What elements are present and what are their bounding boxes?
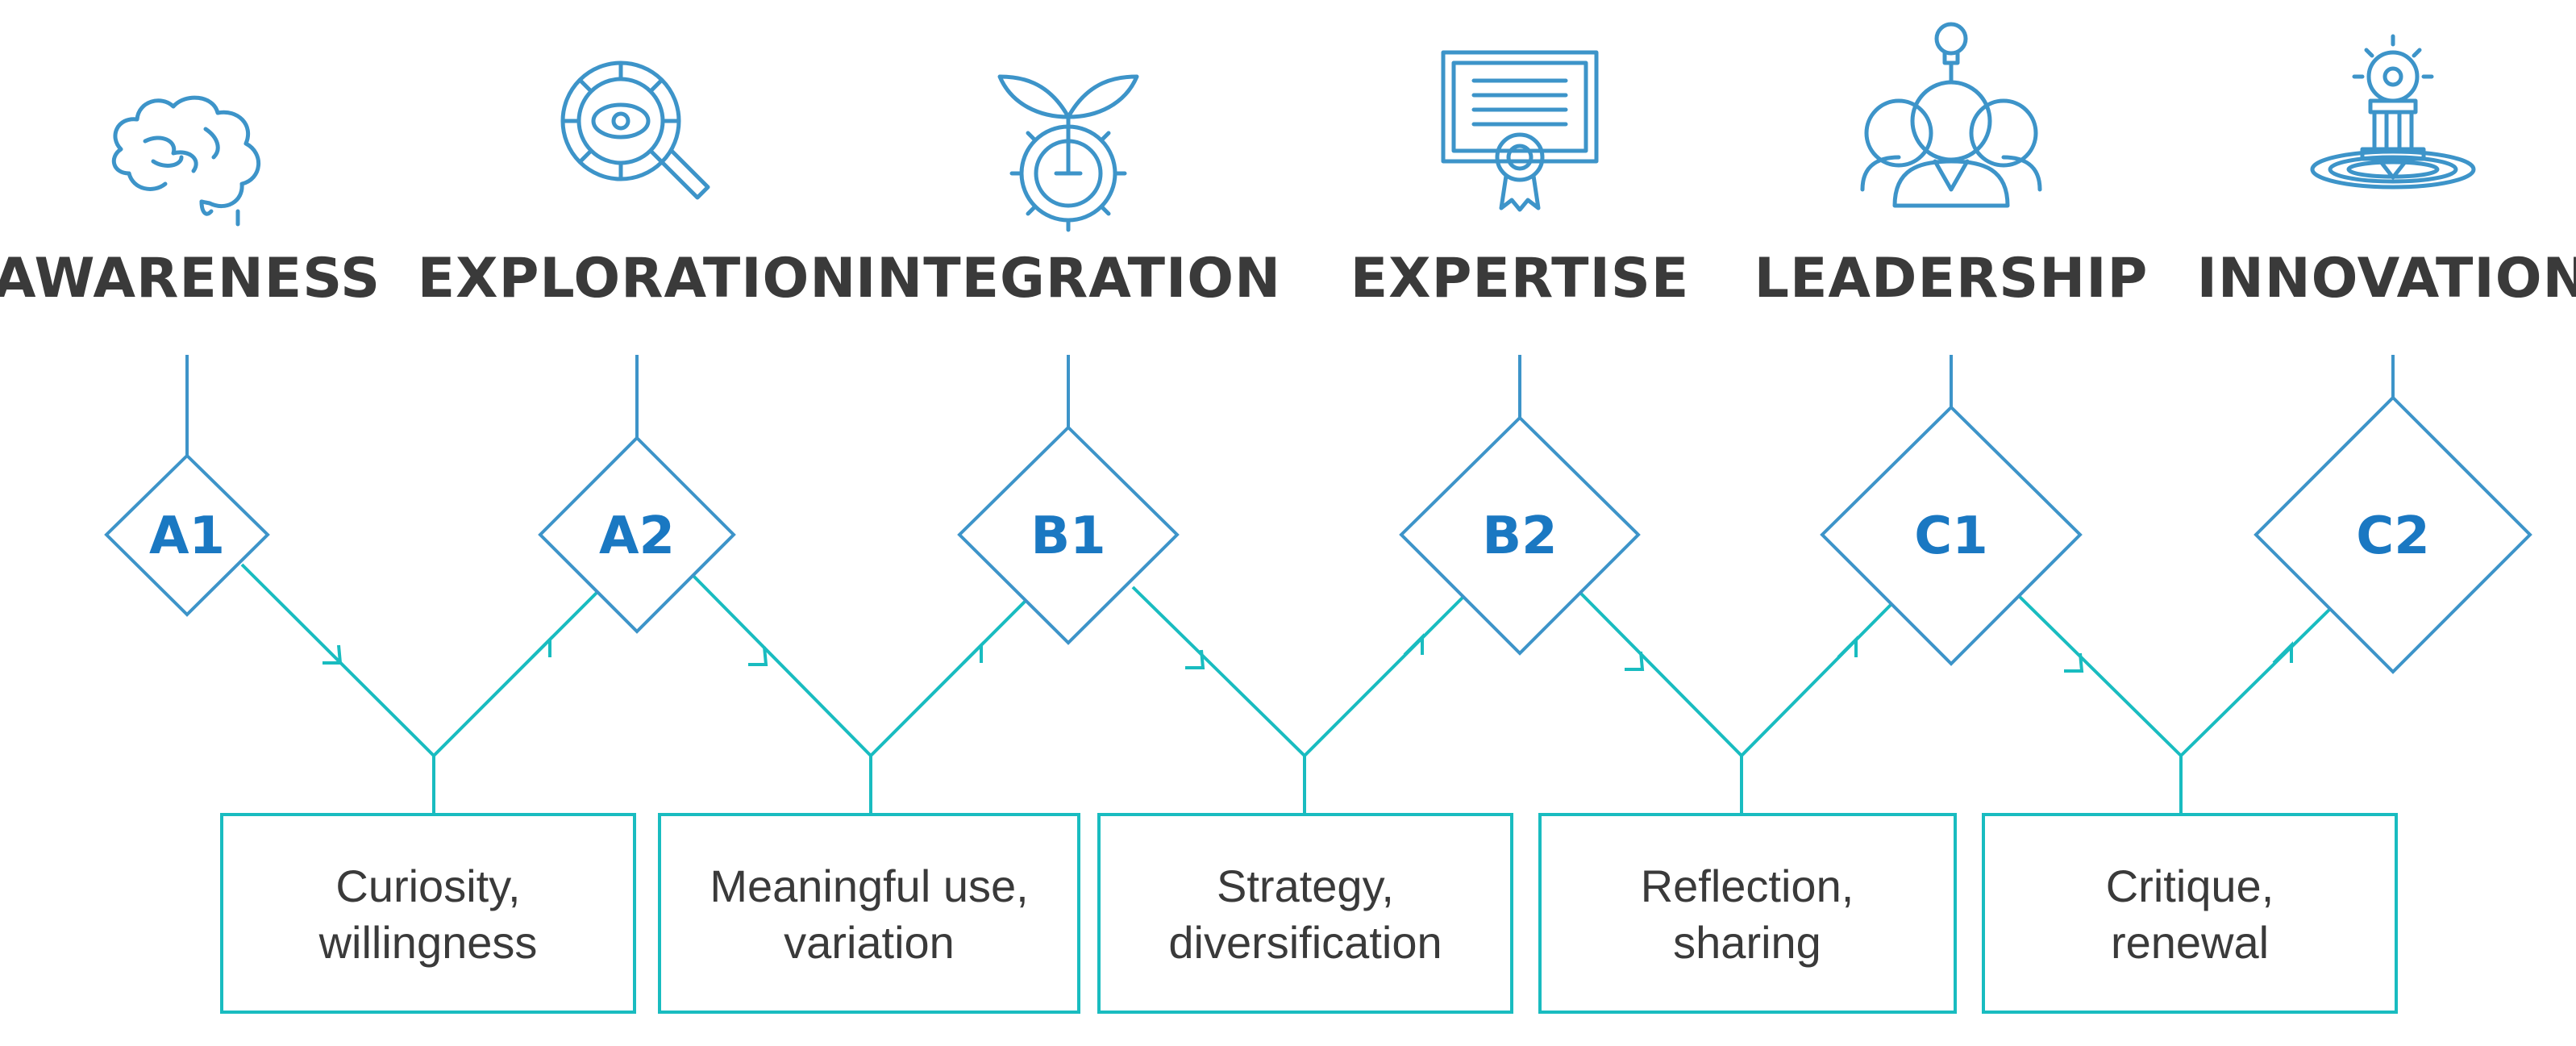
arrow-up-icon — [531, 636, 551, 659]
transition-text-line1: Reflection, — [1641, 861, 1854, 911]
transition-box-a1-a2 — [220, 813, 636, 1014]
level-label-a1: A1 — [149, 506, 225, 566]
arrow-down-icon — [1625, 651, 1645, 671]
arrow-down-icon — [2064, 652, 2084, 673]
brain-icon — [111, 95, 260, 227]
level-label-a2: A2 — [599, 506, 675, 566]
transition-text-line1: Critique, — [2106, 861, 2274, 911]
stage-title-integration: INTEGRATION — [855, 247, 1281, 310]
gear-magnifier-icon — [560, 60, 710, 200]
transition-text-line2: willingness — [318, 917, 538, 968]
arrow-down-icon — [748, 646, 768, 666]
transition-box-a2-b1 — [658, 813, 1080, 1014]
stage-title-innovation: INNOVATION — [2197, 247, 2576, 310]
arrow-up-icon — [1403, 633, 1424, 656]
arrow-up-icon — [1837, 636, 1858, 659]
arrow-up-icon — [2272, 641, 2293, 665]
level-diamond-b1 — [957, 425, 1180, 645]
transition-box-c1-c2 — [1982, 813, 2398, 1014]
transition-text-line2: sharing — [1673, 917, 1821, 968]
transition-text-line1: Meaningful use, — [710, 861, 1028, 911]
transition-box-b1-b2 — [1097, 813, 1513, 1014]
arrow-up-icon — [962, 641, 983, 665]
transition-box-b2-c1 — [1538, 813, 1957, 1014]
sprout-gear-icon — [997, 74, 1139, 232]
level-label-c2: C2 — [2356, 506, 2430, 566]
group-lightbulb-icon — [1860, 22, 2042, 208]
level-label-b2: B2 — [1482, 506, 1557, 566]
transition-text-line2: variation — [784, 917, 955, 968]
transition-text-line1: Strategy, — [1217, 861, 1394, 911]
arrow-down-icon — [1185, 649, 1205, 669]
stage-title-exploration: EXPLORATION — [418, 247, 857, 310]
transition-text-line1: Curiosity, — [335, 861, 520, 911]
transition-text-line2: renewal — [2111, 917, 2269, 968]
stage-title-leadership: LEADERSHIP — [1754, 247, 2149, 310]
lightbulb-pedestal-icon — [2310, 34, 2476, 190]
stage-title-expertise: EXPERTISE — [1350, 247, 1690, 310]
level-diamond-c1 — [1820, 405, 2083, 666]
level-label-b1: B1 — [1030, 506, 1105, 566]
arrow-down-icon — [323, 644, 343, 665]
level-diamond-b2 — [1399, 415, 1641, 656]
level-diamond-a1 — [104, 453, 270, 617]
stage-title-awareness: AWARENESS — [0, 247, 381, 310]
connectors — [240, 563, 2332, 815]
level-diamond-c2 — [2253, 395, 2532, 674]
level-label-c1: C1 — [1914, 506, 1988, 566]
transition-text-line2: diversification — [1168, 917, 1442, 968]
certificate-icon — [1441, 50, 1599, 212]
level-diamond-a2 — [538, 435, 736, 634]
